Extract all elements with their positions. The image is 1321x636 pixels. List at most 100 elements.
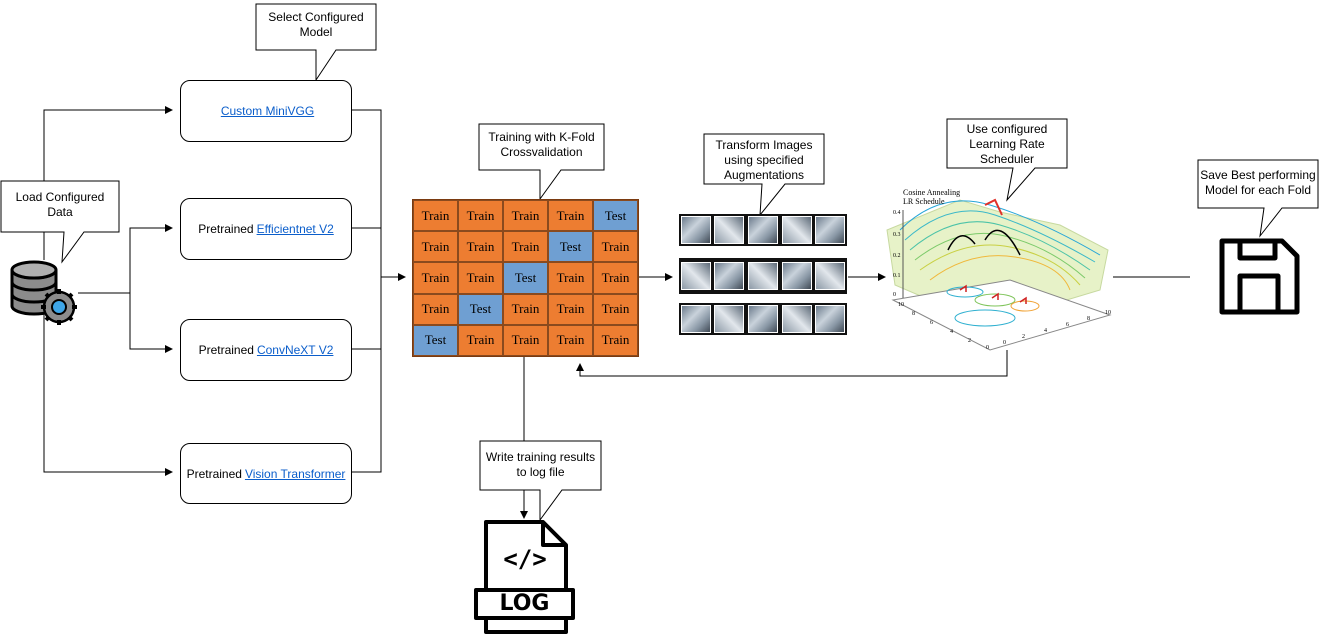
kfold-cell: Train (458, 324, 503, 356)
z-tick: 0.1 (893, 273, 901, 279)
callout-line: Training with K-Fold (488, 130, 595, 144)
augmentation-strip-2 (679, 258, 847, 294)
kfold-cell: Train (548, 262, 593, 294)
model-prefix: Pretrained (186, 466, 242, 481)
augmentation-strip-1 (679, 214, 847, 246)
augmented-image (815, 262, 846, 290)
kfold-cell: Train (413, 293, 458, 325)
callout-select-model: Select Configured Model (256, 10, 376, 40)
z-tick: 0 (893, 292, 896, 298)
kfold-cell: Test (503, 262, 548, 294)
lr-plot-title-line: Cosine Annealing (903, 188, 961, 197)
callout-write-log: Write training results to log file (480, 450, 601, 480)
kfold-cell: Train (458, 262, 503, 294)
kfold-cell: Train (503, 324, 548, 356)
kfold-cell: Train (548, 324, 593, 356)
log-code-symbol: </> (503, 545, 547, 573)
model-prefix: Pretrained (198, 222, 254, 236)
kfold-cell: Train (548, 200, 593, 232)
callout-load-data-shape (0, 180, 120, 264)
augmented-image (714, 305, 745, 333)
model-prefix: Pretrained (198, 343, 254, 357)
callout-line: Select Configured (268, 10, 364, 24)
lr-surface-plot (886, 198, 1112, 351)
callout-load-data: Load Configured Data (1, 190, 119, 220)
x-tick: 2 (968, 338, 971, 344)
edge-branch-to-convnext (129, 293, 173, 353)
kfold-cell: Train (548, 293, 593, 325)
x-tick: 8 (912, 311, 915, 317)
model-box-efficientnet: Pretrained Efficientnet V2 (180, 198, 352, 260)
callout-save-shape (1197, 159, 1319, 238)
callout-select-model-shape (255, 3, 377, 82)
edge-data-to-vit (43, 312, 173, 476)
y-tick: 10 (1105, 310, 1111, 316)
model-link-efficientnet[interactable]: Efficientnet V2 (256, 222, 334, 236)
kfold-cell: Train (413, 231, 458, 263)
kfold-cell: Train (413, 262, 458, 294)
callout-line: Data (47, 205, 73, 219)
callout-line: using specified (724, 153, 804, 167)
model-box-convnext: Pretrained ConvNeXT V2 (180, 319, 352, 381)
callout-line: Crossvalidation (500, 145, 583, 159)
callout-line: Model for each Fold (1204, 183, 1312, 197)
kfold-cell: Train (593, 293, 638, 325)
callout-lr-shape (946, 118, 1068, 202)
augmented-image (714, 216, 745, 244)
edge-branch-to-efficientnet (129, 224, 173, 293)
z-tick: 0.3 (893, 232, 901, 238)
model-link-vit[interactable]: Vision Transformer (244, 466, 346, 481)
database-gear-icon (10, 260, 77, 325)
y-tick: 4 (1044, 328, 1047, 334)
callout-kfold-shape (478, 123, 605, 201)
callout-kfold: Training with K-Fold Crossvalidation (479, 130, 604, 160)
kfold-cell: Train (593, 324, 638, 356)
y-tick: 2 (1022, 334, 1025, 340)
augmented-image (680, 216, 711, 244)
kfold-cell: Train (503, 293, 548, 325)
kfold-cell: Train (458, 231, 503, 263)
kfold-cell: Train (413, 200, 458, 232)
callout-line: to log file (516, 465, 565, 479)
callout-save-best: Save Best performing Model for each Fold (1198, 168, 1318, 198)
augmented-image (680, 262, 711, 290)
kfold-cell: Train (503, 231, 548, 263)
callout-line: Transform Images (715, 138, 813, 152)
x-tick: 4 (950, 329, 953, 335)
augmentation-strip-3 (679, 303, 847, 335)
augmented-image (815, 216, 846, 244)
callout-line: Use configured (966, 122, 1048, 136)
x-tick: 0 (986, 345, 989, 351)
edge-minivgg-out (350, 109, 382, 473)
edge-lr-feedback (576, 350, 1008, 377)
augmented-image (714, 262, 745, 290)
kfold-cell: Test (413, 324, 458, 356)
augmented-image (747, 216, 778, 244)
callout-line: Load Configured (15, 190, 105, 204)
augmented-image (781, 216, 812, 244)
callout-transform: Transform Images using specified Augment… (704, 138, 824, 183)
callout-line: Scheduler (979, 152, 1035, 166)
augmented-image (781, 262, 812, 290)
save-floppy-icon (1219, 238, 1300, 315)
x-tick: 6 (930, 320, 933, 326)
callout-line: Save Best performing (1200, 168, 1316, 182)
x-tick: 10 (898, 302, 904, 308)
augmented-image (747, 262, 778, 290)
augmented-image (815, 305, 846, 333)
z-tick: 0.4 (893, 210, 901, 216)
callout-lr-scheduler: Use configured Learning Rate Scheduler (947, 122, 1067, 167)
model-link-minivgg[interactable]: Custom MiniVGG (220, 104, 315, 118)
kfold-cell: Test (593, 200, 638, 232)
callout-line: Write training results (485, 450, 596, 464)
callout-transform-shape (703, 133, 825, 217)
callout-log-shape (479, 440, 602, 522)
z-tick: 0.2 (893, 253, 901, 259)
model-box-minivgg: Custom MiniVGG (180, 80, 352, 142)
kfold-cell: Train (593, 231, 638, 263)
augmented-image (781, 305, 812, 333)
callout-line: Augmentations (723, 168, 805, 182)
model-link-convnext[interactable]: ConvNeXT V2 (256, 343, 334, 357)
